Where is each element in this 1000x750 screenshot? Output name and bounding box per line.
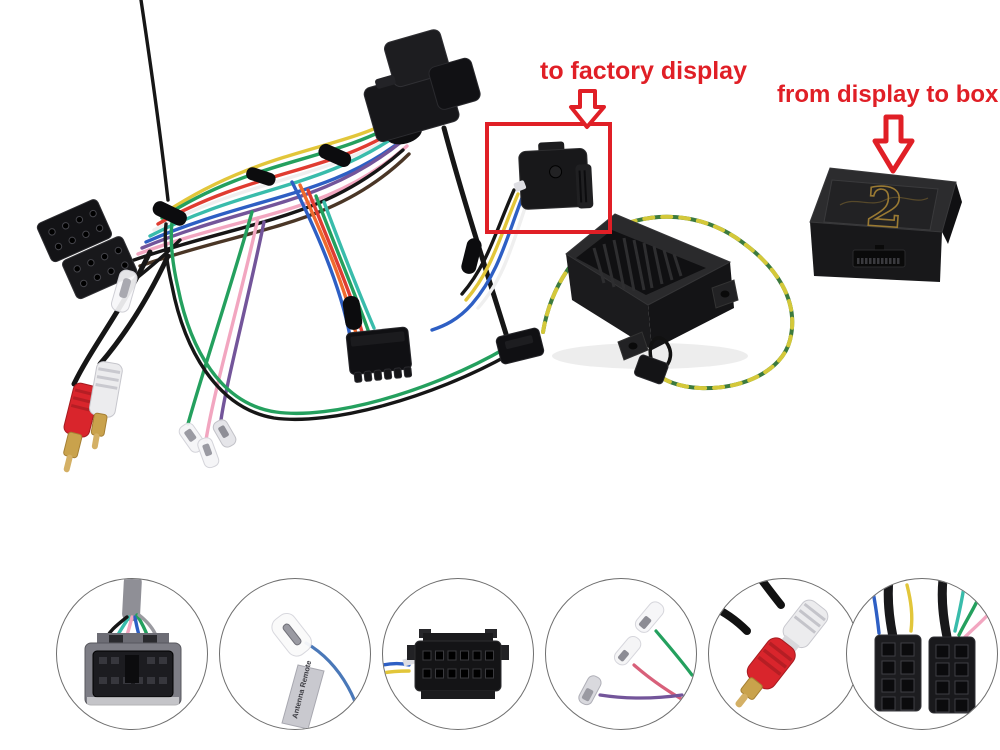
iso-connectors [36, 199, 138, 300]
twelve-pin-connector-closeup [382, 578, 534, 730]
crimp-terminals [178, 419, 237, 469]
display-connector [513, 141, 594, 210]
highlight-rectangle [485, 122, 612, 234]
spade-terminal [110, 269, 138, 313]
rca-plugs-closeup [708, 578, 860, 730]
quadlock-connector [363, 29, 481, 145]
logo-panel [823, 179, 939, 231]
crimp-terminals-closeup [545, 578, 697, 730]
annotation-from-display-to-box: from display to box [777, 81, 999, 108]
interface-box: 2 [809, 167, 962, 282]
rca-plug-red [63, 382, 100, 473]
harness-photo-scene: 2 [36, 0, 962, 473]
annotation-to-factory-display: to factory display [540, 57, 747, 85]
rca-red [735, 637, 796, 708]
molex-12pin-connector [345, 326, 413, 383]
arrow-from-display-to-box [872, 114, 915, 174]
two-pin-plug [495, 327, 545, 365]
buzzer-bracket-box [541, 213, 795, 391]
wire-label-flag [281, 664, 325, 729]
antenna-remote-terminal-closeup: Antenna Remote [219, 578, 371, 730]
harness-wires [71, 0, 529, 442]
factory-quadlock-connector-closeup [56, 578, 208, 730]
logo-numeral: 2 [864, 174, 906, 240]
clear-terminal [271, 612, 312, 657]
iso-connectors-closeup [846, 578, 998, 730]
rca-plug-white [89, 361, 123, 450]
arrow-to-factory-display [569, 89, 606, 129]
tape-wraps [152, 143, 482, 330]
